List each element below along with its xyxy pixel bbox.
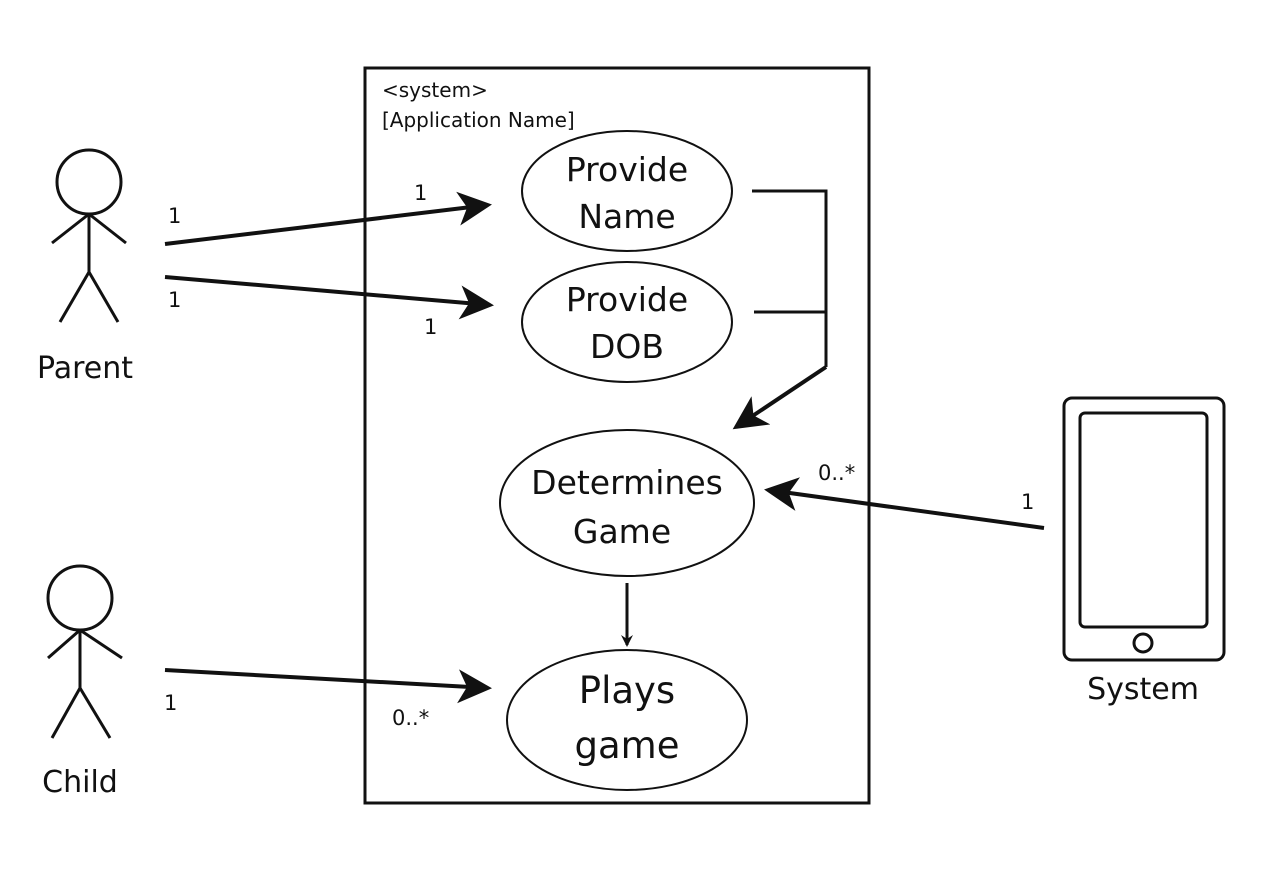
- usecase-determines-game-line1: Determines: [531, 463, 723, 502]
- usecase-plays-game-line2: game: [575, 724, 680, 767]
- actor-parent: Parent: [37, 148, 133, 386]
- actor-child-label: Child: [42, 765, 118, 800]
- association-child-plays-game: 1 0..*: [164, 668, 492, 730]
- mult-parent-dob-target: 1: [424, 315, 437, 339]
- connector-inputs-to-determines-game: [732, 189, 828, 430]
- system-stereotype: <system>: [382, 78, 488, 102]
- mult-system-game-target: 0..*: [818, 461, 855, 485]
- usecase-determines-game: Determines Game: [499, 429, 755, 577]
- actor-parent-label: Parent: [37, 351, 133, 386]
- actor-system-label: System: [1087, 672, 1199, 707]
- association-system-determines-game: 1 0..*: [764, 461, 1045, 530]
- usecase-provide-name-line2: Name: [578, 197, 675, 236]
- actor-system: System: [1062, 396, 1226, 707]
- mult-child-play-target: 0..*: [392, 706, 429, 730]
- mult-parent-dob-source: 1: [168, 288, 181, 312]
- usecase-plays-game: Plays game: [506, 649, 748, 791]
- usecase-provide-dob-line2: DOB: [590, 327, 664, 366]
- usecase-determines-game-line2: Game: [573, 512, 671, 551]
- usecase-provide-name: Provide Name: [521, 130, 733, 252]
- tablet-icon: [1062, 396, 1226, 662]
- actor-child: Child: [42, 564, 123, 800]
- association-parent-provide-name: 1 1: [164, 181, 492, 246]
- system-name: [Application Name]: [382, 108, 575, 132]
- usecase-provide-name-line1: Provide: [566, 150, 688, 189]
- mult-parent-name-source: 1: [168, 204, 181, 228]
- mult-child-play-source: 1: [164, 691, 177, 715]
- association-parent-provide-dob: 1 1: [164, 275, 494, 339]
- usecase-provide-dob: Provide DOB: [521, 261, 733, 383]
- usecase-plays-game-line1: Plays: [579, 669, 675, 712]
- usecase-provide-dob-line1: Provide: [566, 280, 688, 319]
- mult-parent-name-target: 1: [414, 181, 427, 205]
- system-boundary: <system> [Application Name]: [363, 66, 871, 805]
- mult-system-game-source: 1: [1021, 490, 1034, 514]
